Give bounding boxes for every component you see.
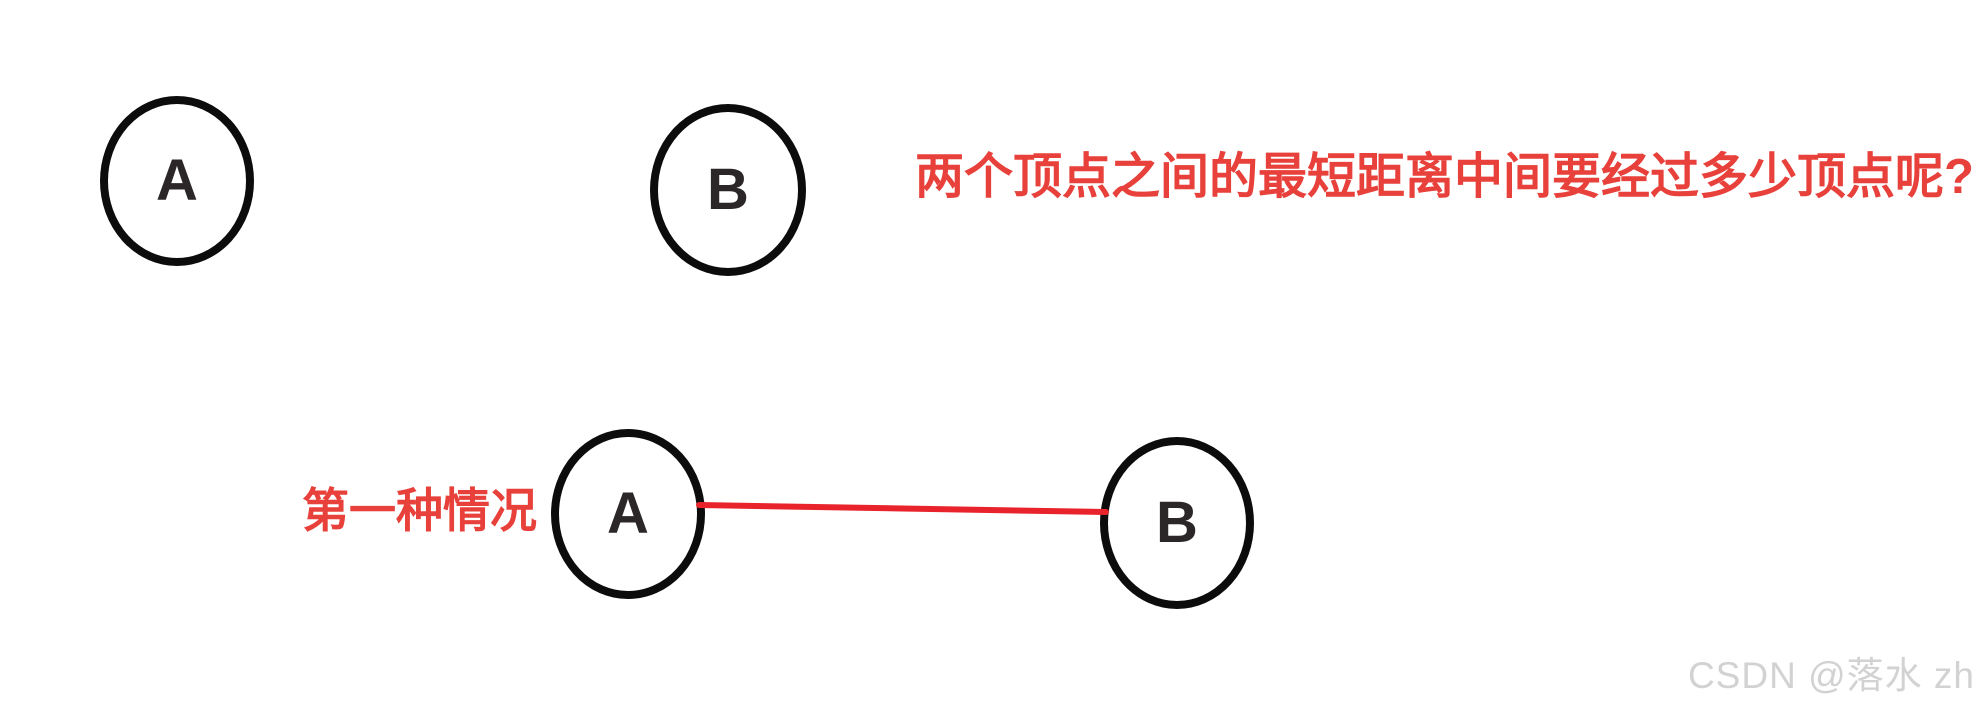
csdn-watermark: CSDN @落水 zh bbox=[1687, 655, 1975, 696]
node-label-top-b: B bbox=[707, 157, 749, 222]
node-label-top-a: A bbox=[156, 148, 198, 213]
edge-line-a-b bbox=[696, 502, 1109, 515]
node-circle-case1-b bbox=[1100, 437, 1254, 609]
node-label-case1-a: A bbox=[607, 481, 649, 546]
node-circle-case1-a bbox=[551, 429, 705, 599]
node-label-case1-b: B bbox=[1156, 490, 1198, 555]
node-circle-top-a bbox=[100, 96, 254, 266]
case-one-caption: 第一种情况 bbox=[302, 484, 537, 537]
node-circle-top-b bbox=[650, 104, 806, 276]
question-annotation: 两个顶点之间的最短距离中间要经过多少顶点呢? bbox=[915, 150, 1974, 204]
